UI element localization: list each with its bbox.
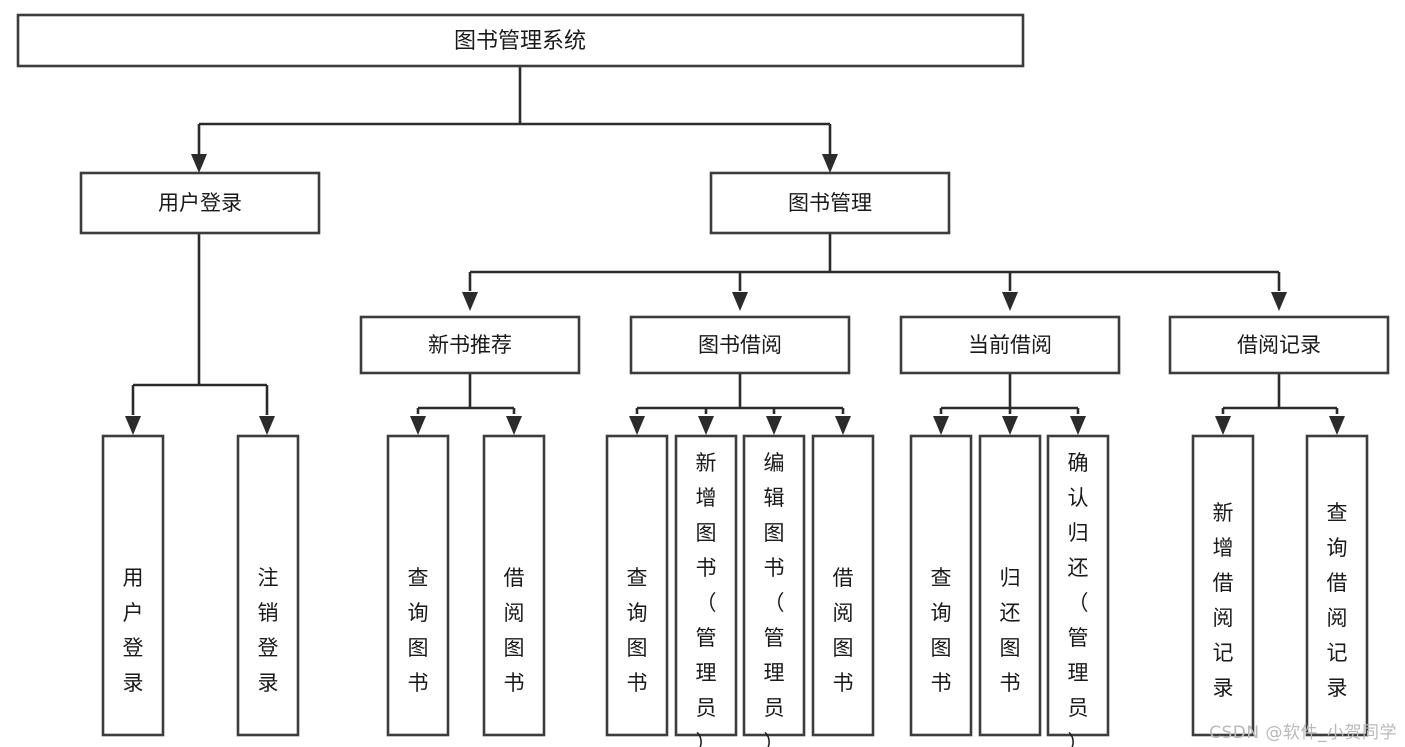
node-borrow-record-box[interactable]: [1168, 315, 1390, 375]
node-root-box[interactable]: [16, 13, 1025, 68]
leaf-logout-box[interactable]: [236, 434, 300, 737]
arrow-to-leaf-query-record: [1329, 416, 1345, 435]
arrow-to-leaf-edit-book: [766, 416, 782, 435]
leaf-query-record-label: 查询借阅记录: [1327, 501, 1348, 700]
leaf-borrow-book-2-box[interactable]: [811, 434, 875, 737]
leaf-node-add-record[interactable]: 新增借阅记录: [1191, 434, 1255, 737]
arrow-to-leaf-logout: [259, 416, 275, 435]
leaf-node-confirm-return[interactable]: 确认归还（管理员）: [1046, 434, 1110, 747]
node-root[interactable]: 图书管理系统: [16, 13, 1025, 68]
leaf-borrow-book-1-box[interactable]: [482, 434, 546, 737]
node-user-login-label: 用户登录: [158, 191, 242, 215]
leaf-add-book-label: 新增图书（管理员）: [696, 451, 717, 747]
connector-layer: [125, 66, 1345, 435]
node-root-label: 图书管理系统: [454, 29, 586, 54]
arrow-to-current-borrow: [1002, 292, 1018, 311]
leaf-node-user-login[interactable]: 用户登录: [101, 434, 165, 737]
arrow-to-leaf-return-book: [1002, 416, 1018, 435]
leaf-node-borrow-book-2[interactable]: 借阅图书: [811, 434, 875, 737]
leaf-node-query-book-3[interactable]: 查询图书: [909, 434, 973, 737]
leaf-node-borrow-book-1[interactable]: 借阅图书: [482, 434, 546, 737]
arrow-to-leaf-user-login: [125, 416, 141, 435]
arrow-to-leaf-borrow-book-2: [835, 416, 851, 435]
leaf-add-record-box[interactable]: [1191, 434, 1255, 737]
node-current-borrow-label: 当前借阅: [968, 333, 1052, 357]
leaf-edit-book-label: 编辑图书（管理员）: [764, 451, 785, 747]
leaf-query-book-3-box[interactable]: [909, 434, 973, 737]
node-book-borrow-box[interactable]: [629, 315, 851, 375]
arrow-to-leaf-add-book: [698, 416, 714, 435]
arrow-to-book-manage: [822, 154, 838, 173]
arrow-to-leaf-confirm-return: [1070, 416, 1086, 435]
arrow-to-leaf-query-book-2: [629, 416, 645, 435]
arrow-to-user-login: [191, 154, 207, 173]
leaf-edit-book-box[interactable]: [742, 434, 806, 737]
leaf-query-book-2-label: 查询图书: [627, 566, 648, 695]
node-book-manage-label: 图书管理: [788, 191, 872, 215]
leaf-borrow-book-1-label: 借阅图书: [504, 566, 525, 695]
arrow-to-leaf-borrow-book-1: [506, 416, 522, 435]
leaf-query-record-box[interactable]: [1305, 434, 1369, 737]
leaf-node-query-record[interactable]: 查询借阅记录: [1305, 434, 1369, 737]
leaf-query-book-1-label: 查询图书: [408, 566, 429, 695]
node-book-borrow[interactable]: 图书借阅: [629, 315, 851, 375]
leaf-user-login-label: 用户登录: [123, 566, 144, 695]
node-borrow-record[interactable]: 借阅记录: [1168, 315, 1390, 375]
leaf-add-book-box[interactable]: [674, 434, 738, 737]
node-book-manage[interactable]: 图书管理: [709, 171, 951, 235]
leaf-return-book-label: 归还图书: [1000, 566, 1021, 695]
leaf-node-add-book[interactable]: 新增图书（管理员）: [674, 434, 738, 747]
node-current-borrow[interactable]: 当前借阅: [899, 315, 1121, 375]
leaf-query-book-2-box[interactable]: [605, 434, 669, 737]
arrow-to-new-book-recommend: [462, 292, 478, 311]
arrow-to-book-borrow: [732, 292, 748, 311]
node-book-borrow-label: 图书借阅: [698, 333, 782, 357]
leaf-node-query-book-1[interactable]: 查询图书: [386, 434, 450, 737]
leaf-node-logout[interactable]: 注销登录: [236, 434, 300, 737]
node-new-book-recommend[interactable]: 新书推荐: [359, 315, 581, 375]
node-new-book-recommend-label: 新书推荐: [428, 333, 512, 357]
node-user-login[interactable]: 用户登录: [79, 171, 321, 235]
arrow-to-leaf-query-book-1: [410, 416, 426, 435]
leaf-query-book-1-box[interactable]: [386, 434, 450, 737]
leaf-node-return-book[interactable]: 归还图书: [978, 434, 1042, 737]
arrow-to-leaf-add-record: [1215, 416, 1231, 435]
leaf-user-login-box[interactable]: [101, 434, 165, 737]
node-current-borrow-box[interactable]: [899, 315, 1121, 375]
node-book-manage-box[interactable]: [709, 171, 951, 235]
arrow-to-borrow-record: [1271, 292, 1287, 311]
node-new-book-recommend-box[interactable]: [359, 315, 581, 375]
leaf-node-query-book-2[interactable]: 查询图书: [605, 434, 669, 737]
node-borrow-record-label: 借阅记录: [1237, 333, 1321, 357]
leaf-logout-label: 注销登录: [258, 566, 279, 695]
leaf-query-book-3-label: 查询图书: [931, 566, 952, 695]
leaf-confirm-return-box[interactable]: [1046, 434, 1110, 737]
leaf-layer: 用户登录 注销登录 查询图书 借阅图书 查询图书 新增图书: [101, 434, 1369, 747]
arrow-to-leaf-query-book-3: [933, 416, 949, 435]
leaf-node-edit-book[interactable]: 编辑图书（管理员）: [742, 434, 806, 747]
leaf-confirm-return-label: 确认归还（管理员）: [1068, 451, 1089, 747]
leaf-add-record-label: 新增借阅记录: [1213, 501, 1234, 700]
leaf-return-book-box[interactable]: [978, 434, 1042, 737]
node-user-login-box[interactable]: [79, 171, 321, 235]
leaf-borrow-book-2-label: 借阅图书: [833, 566, 854, 695]
